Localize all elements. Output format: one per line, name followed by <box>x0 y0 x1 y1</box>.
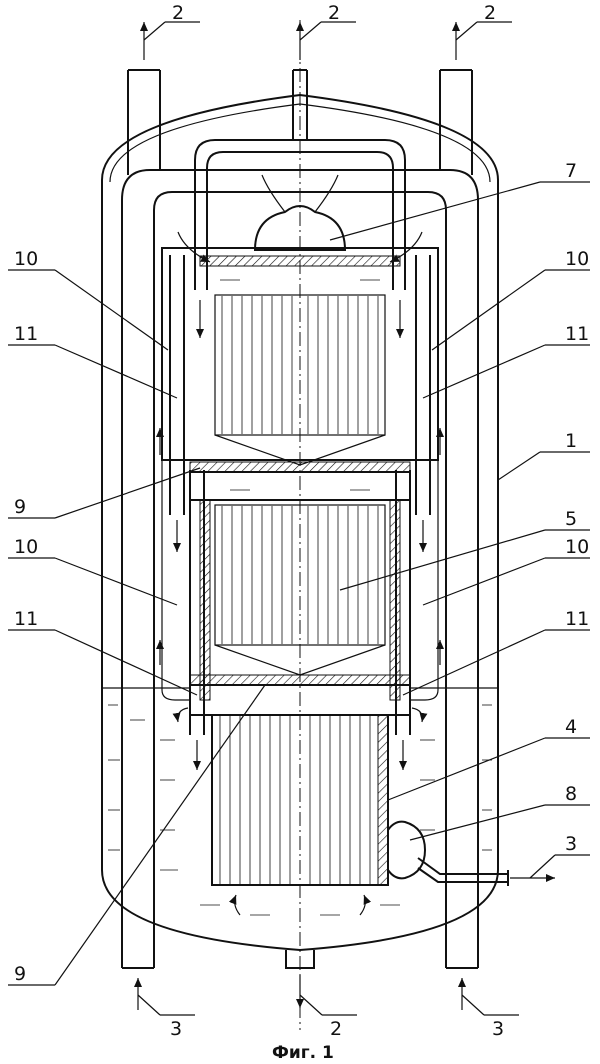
label-flow-out-top-left: 2 <box>172 2 184 24</box>
label-item-8: 8 <box>565 783 577 805</box>
label-item-7: 7 <box>565 160 577 182</box>
label-flow-out-top-center: 2 <box>328 2 340 24</box>
label-flow-in-bottom-right: 3 <box>492 1018 504 1040</box>
callouts: 2 2 2 3 2 3 3 7 10 10 11 11 1 9 5 10 10 … <box>14 2 589 1040</box>
label-item-10-lower-right: 10 <box>565 536 589 558</box>
label-item-5: 5 <box>565 508 577 530</box>
figure-caption: Фиг. 1 <box>272 1043 334 1063</box>
inner-pipes <box>161 255 439 735</box>
label-item-11-upper-right: 11 <box>565 323 589 345</box>
label-item-11-lower-right: 11 <box>565 608 589 630</box>
tube-bundles <box>219 296 379 884</box>
label-item-9-lower: 9 <box>14 963 26 985</box>
label-item-4: 4 <box>565 716 577 738</box>
label-flow-out-top-right: 2 <box>484 2 496 24</box>
label-item-9-upper: 9 <box>14 496 26 518</box>
label-item-1: 1 <box>565 430 577 452</box>
lower-module <box>189 674 411 886</box>
side-tubes <box>121 118 479 969</box>
label-item-10-upper-right: 10 <box>565 248 589 270</box>
label-flow-in-bottom-left: 3 <box>170 1018 182 1040</box>
lower-collector <box>387 820 509 886</box>
label-flow-out-bottom-center: 2 <box>330 1018 342 1040</box>
label-item-10-lower-left: 10 <box>14 536 38 558</box>
label-item-11-lower-left: 11 <box>14 608 38 630</box>
top-nozzles <box>127 69 473 969</box>
leader-lines <box>8 21 590 1016</box>
flow-arrows <box>134 22 555 1010</box>
label-item-11-upper-left: 11 <box>14 323 38 345</box>
upper-collector <box>253 174 347 251</box>
label-flow-out-side: 3 <box>565 833 577 855</box>
label-item-10-upper-left: 10 <box>14 248 38 270</box>
